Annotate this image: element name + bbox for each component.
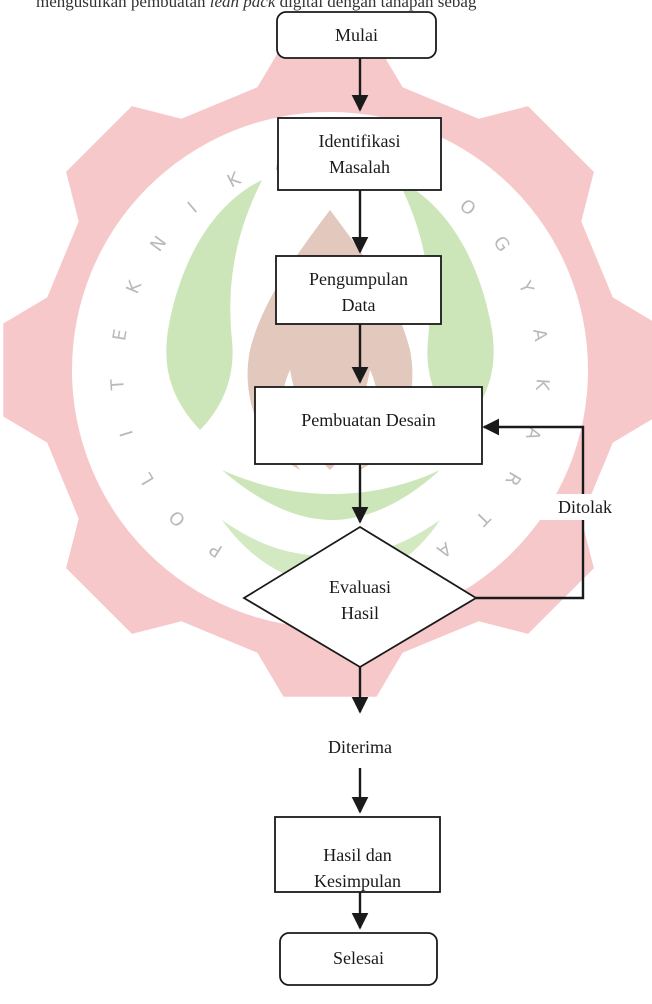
desain-box [254,386,483,465]
start-label: Mulai [335,25,378,45]
accepted-edge-label: Diterima [328,737,392,757]
hasil-box [274,816,441,893]
pengumpulan-box [275,255,442,325]
rejected-edge-label: Ditolak [540,494,630,520]
leaf-bottom [222,470,440,520]
ring-letter: K [531,378,553,392]
ring-letter: T [107,377,129,391]
evaluasi-label: Evaluasi Hasil [329,577,391,623]
identifikasi-label: Identifikasi Masalah [318,131,401,177]
leaf-left-upper [166,180,262,430]
header-text-before: mengusulkan pembuatan [36,0,206,11]
desain-label: Pembuatan Desain [301,410,436,430]
leaf-right-upper [398,180,494,430]
hasil-label: Hasil dan Kesimpulan [314,845,401,891]
end-terminal [279,932,438,986]
identifikasi-box [277,117,442,191]
ring-letter: I [116,428,138,439]
evaluasi-decision [242,525,478,669]
ring-letter: E [109,328,132,343]
start-terminal [276,11,437,59]
ring-letter: A [528,327,551,343]
header-text-italic: lean pack [209,0,276,11]
header-fragment: mengusulkan pembuatan lean pack digital … [36,0,652,13]
header-text-after: digital dengan tahapan sebag [279,0,477,11]
watermark-logo: POLITEKNIKATKYOGYAKARTA [3,43,652,697]
pengumpulan-label: Pengumpulan Data [309,269,408,315]
end-label: Selesai [333,948,384,968]
